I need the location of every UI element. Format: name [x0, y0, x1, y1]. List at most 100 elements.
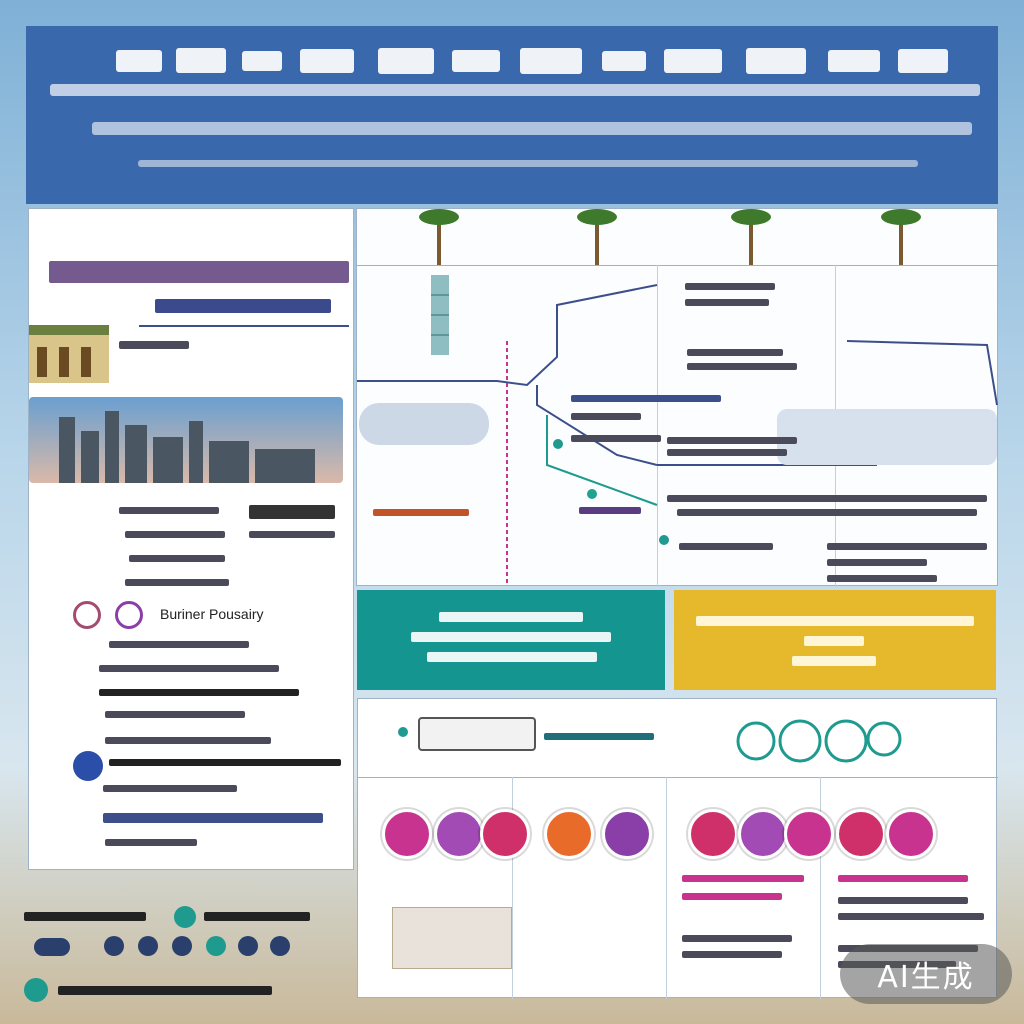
- route-node-icon: [382, 809, 432, 859]
- timeline-label-6: [571, 413, 641, 420]
- lower-divider-v2: [666, 777, 667, 999]
- timeline-label-3: [687, 349, 783, 356]
- train-illustration: [418, 717, 536, 751]
- left-row-2b: [249, 531, 335, 538]
- lower-divider-h: [358, 777, 998, 778]
- header-subtitle-glyphs: [50, 84, 980, 96]
- people-icon: [73, 751, 103, 781]
- photo-caption: [119, 341, 189, 349]
- people-icon: [138, 936, 158, 956]
- globe-icon: [24, 978, 48, 1002]
- partner-details-8: [103, 813, 323, 823]
- timeline-label-1: [685, 283, 775, 290]
- header-banner: [26, 26, 998, 204]
- lower-divider-v3: [820, 777, 821, 999]
- timeline-label-8: [667, 437, 797, 444]
- yellow-callout-box: [674, 590, 996, 690]
- building-icon: [29, 325, 109, 383]
- route-node-icon: [434, 809, 484, 859]
- timeline-label-17: [827, 575, 937, 582]
- left-row-2: [125, 531, 225, 538]
- timeline-label-14: [679, 543, 773, 550]
- header-title-glyph-art: [116, 48, 948, 74]
- people-icon: [206, 936, 226, 956]
- teal-callout-line-3: [427, 652, 597, 662]
- timeline-label-11: [579, 507, 641, 514]
- teal-callout-line-2: [411, 632, 611, 642]
- ai-generated-badge: AI生成: [840, 944, 1012, 1004]
- lower-text-1: [682, 875, 804, 882]
- timeline-label-4: [687, 363, 797, 370]
- route-node-icon: [553, 439, 563, 449]
- lower-text-5: [838, 913, 984, 920]
- route-diagram: [357, 284, 998, 585]
- route-node-icon: [480, 809, 530, 859]
- people-icon: [172, 936, 192, 956]
- bottom-icon-strip: [24, 904, 344, 1004]
- lower-text-3: [838, 875, 968, 882]
- teal-callout-box: [357, 590, 665, 690]
- left-row-3: [129, 555, 225, 562]
- route-node-icon: [602, 809, 652, 859]
- palm-tree-icon: [881, 209, 921, 265]
- left-heading-divider: [139, 325, 349, 327]
- lower-text-7: [682, 951, 782, 958]
- teal-callout-line-1: [439, 612, 583, 622]
- timeline-area: [356, 208, 999, 587]
- route-node-icon: [659, 535, 669, 545]
- route-node-icon: [544, 809, 594, 859]
- left-row-4: [125, 579, 229, 586]
- header-caption-glyphs: [138, 160, 918, 167]
- header-tagline-glyphs: [92, 122, 972, 135]
- partner-details-7: [103, 785, 237, 792]
- lower-text-2: [682, 893, 782, 900]
- tower-icon: [431, 275, 449, 355]
- people-icon: [174, 906, 196, 928]
- partner-label: Buriner Pousairy: [160, 606, 264, 622]
- partner-details-4: [105, 711, 245, 718]
- timeline-top-rule: [357, 265, 999, 266]
- route-node-icon: [886, 809, 936, 859]
- cloud-band-right: [777, 409, 997, 465]
- route-node-icon: [688, 809, 738, 859]
- partner-details-2: [99, 665, 279, 672]
- route-node-icon: [784, 809, 834, 859]
- people-icon: [238, 936, 258, 956]
- timeline-label-15: [827, 543, 987, 550]
- strip-label-3: [58, 986, 272, 995]
- timeline-label-5: [571, 395, 721, 402]
- timeline-label-13: [677, 509, 977, 516]
- yellow-callout-line-3: [792, 656, 876, 666]
- timeline-label-7: [571, 435, 661, 442]
- palm-tree-icon: [419, 209, 459, 265]
- left-row-1: [119, 507, 219, 514]
- partner-details-1: [109, 641, 249, 648]
- partner-details-3: [99, 689, 299, 696]
- route-node-icon: [836, 809, 886, 859]
- palm-tree-icon: [577, 209, 617, 265]
- left-row-1b: [249, 505, 335, 519]
- lower-text-4: [838, 897, 968, 904]
- partner-logo-1: [73, 601, 101, 629]
- strip-label-2: [204, 912, 310, 921]
- partner-details-5: [105, 737, 271, 744]
- partner-logo-2: [115, 601, 143, 629]
- timeline-label-9: [667, 449, 787, 456]
- palm-tree-icon: [731, 209, 771, 265]
- decorative-cloud-art: [736, 719, 902, 763]
- people-icon: [270, 936, 290, 956]
- partner-details-6: [109, 759, 341, 766]
- route-node-icon: [398, 727, 408, 737]
- timeline-label-10: [373, 509, 469, 516]
- partner-details-9: [105, 839, 197, 846]
- skyline-image: [29, 397, 343, 483]
- market-illustration: [392, 907, 512, 969]
- strip-label-1: [24, 912, 146, 921]
- timeline-label-2: [685, 299, 769, 306]
- city-skyline-photo: [29, 397, 343, 483]
- lower-header-label: [544, 733, 654, 740]
- lower-divider-v1: [512, 777, 513, 999]
- route-node-icon: [587, 489, 597, 499]
- cloud-band-left: [359, 403, 489, 445]
- lower-text-6: [682, 935, 792, 942]
